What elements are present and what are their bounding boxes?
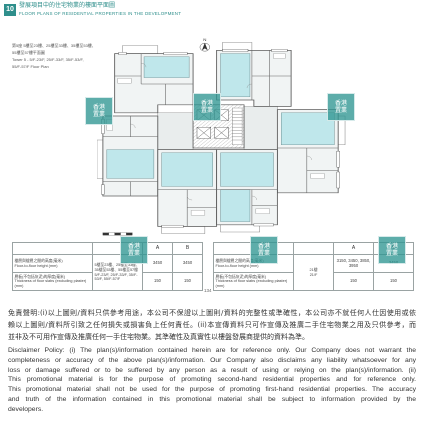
- windows: [101, 49, 340, 228]
- watermark-logo: 香港置業: [85, 97, 113, 125]
- watermark-text: 香港置業: [257, 243, 270, 257]
- plan-title-en-line2: 55/F-57/F Floor Plan: [12, 64, 49, 69]
- disclaimer-zh-line: 賴以上圖則/資料所引致之任何損失或損害負上任何責任。(ii)本宣傳資料只可作宣傳…: [8, 321, 416, 329]
- value-cell: 3450: [172, 254, 203, 273]
- plan-title-en-line1: Tower 5 - 5/F-23/F, 25/F-33/F, 35/F-53/F…: [12, 57, 84, 62]
- disclaimer-en-line: developers.: [8, 405, 44, 413]
- plan-title-zh-line2: 55樓至57樓平面圖: [12, 50, 45, 55]
- unit-header: B: [172, 242, 203, 255]
- north-arrow-icon: N: [199, 37, 210, 52]
- scale-bar: [102, 232, 133, 236]
- table-row: 層板(不包括灰泥)的厚度(毫米)Thickness of floor slabs…: [12, 272, 203, 291]
- header-floor-cell: [293, 242, 334, 255]
- row-label-en: Thickness of floor slabs (excluding plas…: [215, 279, 288, 288]
- row-label-en: Floor-to-floor height (mm): [215, 263, 259, 268]
- highlighted-rooms: [106, 53, 335, 222]
- value-cell: 150: [172, 272, 203, 291]
- value-cell: 150: [142, 272, 173, 291]
- row-label-zh: 樓層與樓層之間的高度(毫米): [215, 258, 264, 263]
- disclaimer-en-line: loss or damage suffered or to be suffere…: [8, 366, 416, 374]
- floor-range-en: 21/F: [309, 272, 318, 277]
- floor-range-en: 5/F-23/F, 25/F-33/F, 35/F-53/F, 55/F-57/…: [94, 272, 138, 282]
- floor-plan: N: [97, 37, 346, 236]
- disclaimer-zh: 免責聲明:(i)以上圖則/資料只供參考用途，本公司不保證以上圖則/資料的完整性或…: [8, 307, 416, 343]
- plan-title-zh-line1: 第5座 5樓至23樓、25樓至33樓、35樓至53樓、: [12, 43, 96, 48]
- door-swings: [130, 63, 312, 201]
- section-number: 10: [4, 4, 16, 16]
- row-label: 樓層與樓層之間的高度(毫米)Floor-to-floor height (mm): [12, 254, 93, 273]
- page-number: 134: [204, 288, 212, 293]
- floor-range-zh: 5樓至23樓、25樓至33樓、35樓至53樓、55樓至57樓: [94, 263, 140, 272]
- row-label: 層板(不包括灰泥)的厚度(毫米)Thickness of floor slabs…: [12, 272, 93, 291]
- table-row: 層板(不包括灰泥)的厚度(毫米)Thickness of floor slabs…: [213, 272, 414, 291]
- header-description-cell: [12, 242, 93, 255]
- disclaimer-en: Disclaimer Policy: (i) The plan(s)/infor…: [8, 346, 416, 415]
- row-label-en: Thickness of floor slabs (excluding plas…: [14, 279, 87, 288]
- watermark-text: 香港置業: [127, 243, 140, 257]
- watermark-text: 香港置業: [92, 104, 105, 118]
- value-cell: 150: [373, 272, 414, 291]
- row-label-zh: 層板(不包括灰泥)的厚度(毫米): [14, 274, 66, 279]
- disclaimer-zh-line: 免責聲明:(i)以上圖則/資料只供參考用途，本公司不保證以上圖則/資料的完整性或…: [8, 309, 416, 317]
- disclaimer-en-line: This promotional material shall not be u…: [8, 386, 416, 394]
- value-cell: 3150, 3450, 3850, 3950: [333, 254, 374, 273]
- unit-header: A: [333, 242, 374, 255]
- watermark-logo: 香港置業: [378, 236, 406, 264]
- row-label: 層板(不包括灰泥)的厚度(毫米)Thickness of floor slabs…: [213, 272, 294, 291]
- staircase: [232, 107, 243, 145]
- disclaimer-en-line: Disclaimer Policy: (i) The plan(s)/infor…: [8, 347, 416, 354]
- watermark-logo: 香港置業: [193, 93, 221, 121]
- watermark-logo: 香港置業: [327, 93, 355, 121]
- disclaimer-zh-line: 並非及不可用作宣傳及推廣任何一手住宅物業。其準確性及真實性以樓盤發展商提供的資料…: [8, 333, 309, 341]
- watermark-logo: 香港置業: [120, 236, 148, 264]
- row-label-en: Floor-to-floor height (mm): [14, 263, 58, 268]
- watermark-text: 香港置業: [385, 243, 398, 257]
- row-label-zh: 樓層與樓層之間的高度(毫米): [14, 258, 63, 263]
- floor-height-table-left: A B 樓層與樓層之間的高度(毫米)Floor-to-floor height …: [12, 242, 203, 291]
- disclaimer-en-line: This promotional material is for the pur…: [8, 376, 416, 384]
- north-label: N: [203, 37, 206, 41]
- plan-title: 第5座 5樓至23樓、25樓至33樓、35樓至53樓、 55樓至57樓平面圖 T…: [12, 42, 96, 70]
- section-title-zh: 發展項目中的住宅物業的樓面平面圖: [19, 3, 116, 9]
- disclaimer-en-line: completeness or accuracy of the above pl…: [8, 356, 416, 364]
- watermark-logo: 香港置業: [250, 236, 278, 264]
- value-cell: 150: [333, 272, 374, 291]
- row-label-zh: 層板(不包括灰泥)的厚度(毫米): [215, 274, 267, 279]
- floor-range-zh: 21樓: [309, 267, 318, 272]
- watermark-text: 香港置業: [200, 100, 213, 114]
- table-header-row: A B: [12, 242, 203, 255]
- section-title-en: FLOOR PLANS OF RESIDENTIAL PROPERTIES IN…: [19, 11, 182, 16]
- disclaimer-en-line: and truth of the information contained i…: [8, 395, 416, 403]
- internal-walls: [102, 50, 339, 227]
- table-row: 樓層與樓層之間的高度(毫米)Floor-to-floor height (mm)…: [12, 254, 203, 291]
- watermark-text: 香港置業: [334, 100, 347, 114]
